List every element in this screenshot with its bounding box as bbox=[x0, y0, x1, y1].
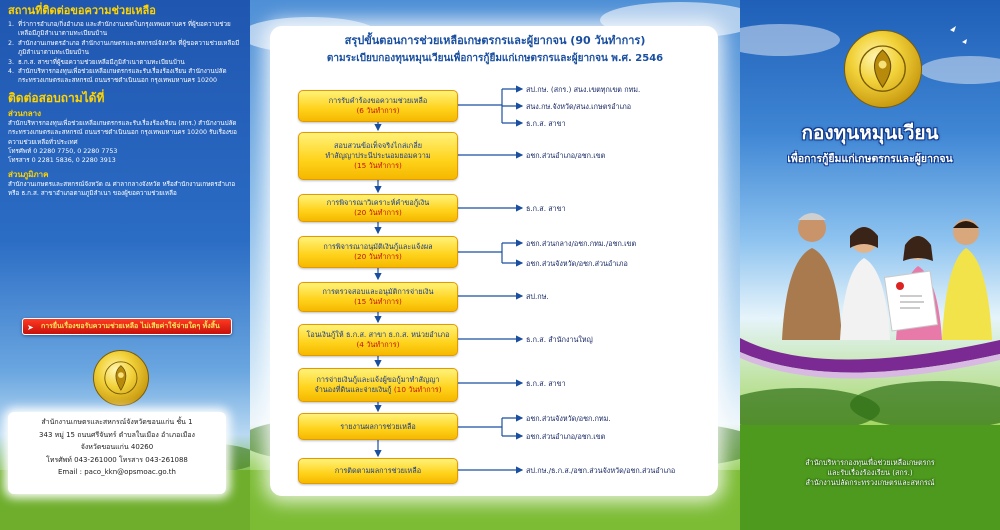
right-scenery bbox=[740, 24, 1000, 530]
flow-step: การพิจารณาวิเคราะห์คำขอกู้เงิน (20 วันทำ… bbox=[298, 194, 458, 222]
responsible-label: อชก.ส่วนจังหวัด/อชก.กทม. bbox=[526, 414, 611, 423]
agency-line: และรับเรื่องร้องเรียน (สกร.) bbox=[827, 468, 913, 477]
responsible-label: ธ.ก.ส. สาขา bbox=[526, 119, 566, 128]
flow-step: การรับคำร้องขอความช่วยเหลือ (6 วันทำการ) bbox=[298, 90, 458, 122]
flow-step: การติดตามผลการช่วยเหลือ bbox=[298, 458, 458, 484]
flowchart-subtitle: ตามระเบียบกองทุนหมุนเวียนเพื่อการกู้ยืมแ… bbox=[326, 53, 664, 64]
responsible-label: สป.กษ. (สกร.) สนง.เขตทุกเขต กทม. bbox=[526, 85, 641, 94]
regional-text: สำนักงานเกษตรและสหกรณ์จังหวัด ณ ศาลากลาง… bbox=[8, 180, 236, 198]
regional-title: ส่วนภูมิภาค bbox=[8, 169, 49, 179]
fund-subtitle: เพื่อการกู้ยืมแก่เกษตรกรและผู้ยากจน bbox=[787, 153, 953, 165]
right-panel: กองทุนหมุนเวียน เพื่อการกู้ยืมแก่เกษตรกร… bbox=[740, 0, 1000, 530]
central-text: สำนักบริหารกองทุนเพื่อช่วยเหลือเกษตรกรแล… bbox=[8, 119, 237, 146]
office-address-box: สำนักงานเกษตรและสหกรณ์จังหวัดขอนแก่น ชั้… bbox=[8, 412, 226, 494]
ministry-seal-icon bbox=[93, 350, 149, 406]
middle-panel: สรุปขั้นตอนการช่วยเหลือเกษตรกรและผู้ยากจ… bbox=[250, 0, 740, 530]
purple-swoosh bbox=[740, 338, 1000, 379]
fund-seal-icon bbox=[844, 30, 922, 108]
free-service-banner: ➤ การยื่นเรื่องขอรับความช่วยเหลือ ไม่เสี… bbox=[22, 318, 232, 335]
locations-list: 1.ที่ว่าการอำเภอ/กิ่งอำเภอ และสำนักงานเข… bbox=[8, 20, 244, 86]
responsible-label: สป.กษ. bbox=[526, 292, 549, 301]
location-item: 4.สำนักบริหารกองทุนเพื่อช่วยเหลือเกษตรกร… bbox=[8, 68, 227, 85]
responsible-label: ธ.ก.ส. สาขา bbox=[526, 379, 566, 388]
responsible-label: ธ.ก.ส. สำนักงานใหญ่ bbox=[526, 335, 593, 344]
flow-step: การตรวจสอบและอนุมัติการจ่ายเงิน (15 วันท… bbox=[298, 282, 458, 312]
left-panel: สถานที่ติดต่อขอความช่วยเหลือ 1.ที่ว่าการ… bbox=[0, 0, 250, 530]
flow-step: รายงานผลการช่วยเหลือ bbox=[298, 413, 458, 440]
flow-step: การจ่ายเงินกู้และแจ้งผู้ขอกู้มาทำสัญญา จ… bbox=[298, 368, 458, 402]
address-line: สำนักงานเกษตรและสหกรณ์จังหวัดขอนแก่น ชั้… bbox=[41, 418, 193, 426]
responsible-label: สนง.กษ.จังหวัด/สนง.เกษตรอำเภอ bbox=[526, 102, 632, 111]
address-line: 343 หมู่ 15 ถนนศรีจันทร์ ตำบลในเมือง อำเ… bbox=[39, 430, 195, 439]
location-item: 2.สำนักงานเกษตรอำเภอ สำนักงานเกษตรและสหก… bbox=[8, 39, 240, 57]
responsible-label: อชก.ส่วนอำเภอ/อชก.เขต bbox=[526, 151, 606, 160]
flowchart-connectors bbox=[374, 85, 524, 474]
flowchart-title: สรุปขั้นตอนการช่วยเหลือเกษตรกรและผู้ยากจ… bbox=[344, 34, 646, 47]
fund-title: กองทุนหมุนเวียน bbox=[801, 122, 939, 144]
address-email[interactable]: Email : paco_kkn@opsmoac.go.th bbox=[58, 468, 176, 476]
responsible-label: ธ.ก.ส. สาขา bbox=[526, 204, 566, 213]
flow-step: การพิจารณาอนุมัติเงินกู้และแจ้งผล (20 วั… bbox=[298, 236, 458, 268]
agency-line: สำนักบริหารกองทุนเพื่อช่วยเหลือเกษตรกร bbox=[805, 458, 935, 467]
responsible-label: อชก.ส่วนกลาง/อชก.กทม./อชก.เขต bbox=[526, 239, 637, 248]
central-fax: โทรสาร 0 2281 5836, 0 2280 3913 bbox=[8, 157, 116, 165]
left-text-block: สถานที่ติดต่อขอความช่วยเหลือ 1.ที่ว่าการ… bbox=[8, 4, 244, 199]
locations-title: สถานที่ติดต่อขอความช่วยเหลือ bbox=[8, 4, 156, 17]
family-photo bbox=[782, 213, 992, 340]
flow-step: สอบสวนข้อเท็จจริงไกล่เกลี่ย ทำสัญญาประนี… bbox=[298, 132, 458, 180]
contact-title: ติดต่อสอบถามได้ที่ bbox=[8, 90, 105, 105]
location-item: 1.ที่ว่าการอำเภอ/กิ่งอำเภอ และสำนักงานเข… bbox=[8, 21, 231, 38]
agency-footer: สำนักบริหารกองทุนเพื่อช่วยเหลือเกษตรกร แ… bbox=[740, 458, 1000, 488]
address-phone: โทรศัพท์ 043-261000 โทรสาร 043-261088 bbox=[46, 455, 188, 464]
flow-step: โอนเงินกู้ให้ ธ.ก.ส. สาขา ธ.ก.ส. หน่วยอำ… bbox=[298, 324, 458, 356]
central-phone: โทรศัพท์ 0 2280 7750, 0 2280 7753 bbox=[8, 148, 118, 156]
responsible-label: อชก.ส่วนจังหวัด/อชก.ส่วนอำเภอ bbox=[526, 259, 628, 268]
responsible-label: สป.กษ./ธ.ก.ส./อชก.ส่วนจังหวัด/อชก.ส่วนอำ… bbox=[526, 466, 676, 475]
central-title: ส่วนกลาง bbox=[8, 108, 41, 118]
agency-line: สำนักงานปลัดกระทรวงเกษตรและสหกรณ์ bbox=[805, 478, 935, 487]
address-line: จังหวัดขอนแก่น 40260 bbox=[80, 443, 154, 451]
location-item: 3.ธ.ก.ส. สาขาที่ผู้ขอความช่วยเหลือมีภูมิ… bbox=[8, 58, 185, 66]
responsible-label: อชก.ส่วนอำเภอ/อชก.เขต bbox=[526, 432, 606, 441]
arrow-right-icon: ➤ bbox=[27, 323, 34, 332]
